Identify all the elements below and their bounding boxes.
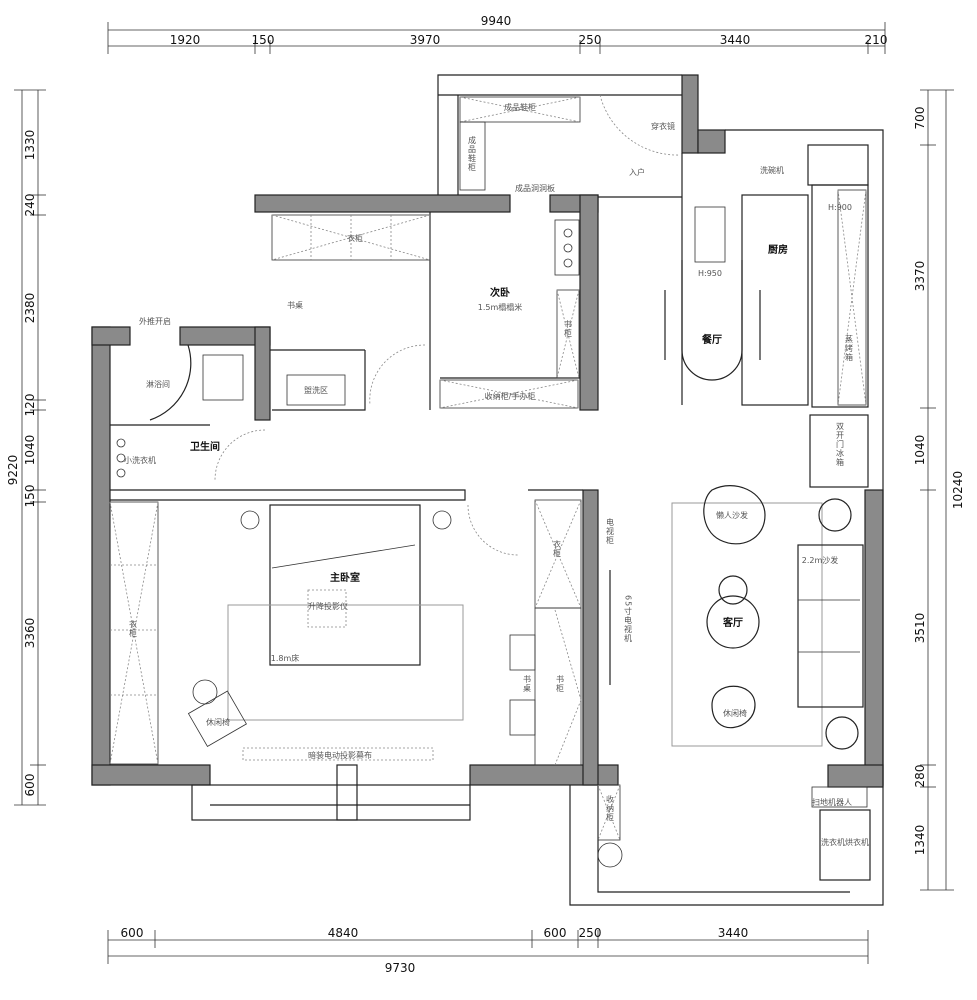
- label-robot-vacuum: 扫地机器人: [812, 797, 852, 807]
- dim-right: 1040: [913, 435, 927, 466]
- label-mirror: 穿衣镜: [651, 121, 675, 131]
- label-fridge: 双开门冰箱: [836, 422, 845, 467]
- dim-bottom: 600: [544, 926, 567, 940]
- dim-right: 3510: [913, 613, 927, 644]
- dim-right: 3370: [913, 261, 927, 292]
- dim-top: 1920: [170, 33, 201, 47]
- label-sofa: 2.2m沙发: [802, 555, 839, 565]
- label-beanbag: 懒人沙发: [716, 510, 748, 520]
- label-living: 客厅: [722, 616, 743, 629]
- label-wardrobe-right: 衣柜: [553, 539, 562, 558]
- label-shoe-cabinet: 成品鞋柜: [504, 102, 536, 112]
- label-bookcase-master: 书柜: [556, 674, 565, 693]
- label-dining: 餐厅: [701, 333, 722, 346]
- dim-right-total: 10240: [951, 471, 965, 509]
- label-wardrobe-left: 衣柜: [129, 619, 138, 638]
- dim-top: 210: [865, 33, 888, 47]
- label-entry: 入户: [629, 167, 645, 177]
- dim-bottom: 600: [121, 926, 144, 940]
- outlines: [110, 74, 884, 906]
- label-mini-washer: 小洗衣机: [124, 455, 156, 465]
- dim-bottom-total: 9730: [385, 961, 416, 975]
- label-bathroom: 卫生间: [190, 440, 220, 453]
- label-second-bedroom: 次卧: [490, 286, 510, 299]
- top-dimensions: 9940 1920 150 3970 250 3440 210: [107, 14, 888, 54]
- dim-top: 3440: [720, 33, 751, 47]
- dim-top-total: 9940: [481, 14, 512, 28]
- label-projector: 升降投影仪: [308, 601, 348, 611]
- dim-left: 3360: [23, 618, 37, 649]
- dim-right: 700: [913, 107, 927, 130]
- walls: [91, 74, 884, 788]
- label-desk-master: 书桌: [523, 674, 532, 693]
- label-lounge-chair: 休闲椅: [206, 717, 230, 727]
- left-dimensions: 9220 1330 240 2380 120 1040 150 3360 600: [6, 89, 46, 806]
- dim-bottom: 250: [579, 926, 602, 940]
- dim-left-total: 9220: [6, 455, 20, 486]
- dim-bottom: 4840: [328, 926, 359, 940]
- label-master-bedroom: 主卧室: [330, 571, 360, 584]
- label-washer-dryer: 洗衣机烘衣机: [821, 837, 869, 847]
- dim-left: 1330: [23, 130, 37, 161]
- label-tatami: 1.5m榻榻米: [478, 302, 523, 312]
- dim-right: 280: [913, 765, 927, 788]
- label-bookcase: 书柜: [564, 319, 573, 338]
- dim-bottom: 3440: [718, 926, 749, 940]
- label-screen: 暗装电动投影幕布: [308, 750, 372, 760]
- doors: [149, 94, 681, 556]
- label-shoe-cabinet-side: 成品鞋柜: [468, 135, 477, 172]
- label-tv-cabinet: 电视柜: [606, 517, 615, 545]
- label-bed: 1.8m床: [271, 653, 300, 663]
- bottom-dimensions: 600 4840 600 250 3440 9730: [107, 926, 869, 975]
- right-dimensions: 10240 700 3370 1040 3510 280 1340: [913, 89, 965, 891]
- label-storage-figure: 收纳柜/手办柜: [485, 391, 536, 401]
- fixtures: [116, 206, 864, 868]
- dim-right: 1340: [913, 825, 927, 856]
- dim-left: 600: [23, 774, 37, 797]
- label-desk: 书桌: [287, 300, 303, 310]
- dim-top: 250: [579, 33, 602, 47]
- dim-top: 150: [252, 33, 275, 47]
- label-dishwasher: 洗碗机: [760, 165, 784, 175]
- label-wash-area: 盥洗区: [304, 385, 328, 395]
- labels: 次卧 1.5m榻榻米 卫生间 淋浴间 外推开启 盥洗区 小洗衣机 书桌 衣柜 书…: [124, 102, 869, 847]
- dim-left: 2380: [23, 293, 37, 324]
- label-shower: 淋浴间: [146, 379, 170, 389]
- label-pegboard: 成品洞洞板: [515, 183, 555, 193]
- label-kitchen: 厨房: [768, 243, 788, 256]
- label-counter-height: H:900: [828, 203, 852, 212]
- dim-left: 150: [23, 485, 37, 508]
- dim-top: 3970: [410, 33, 441, 47]
- dim-left: 1040: [23, 435, 37, 466]
- cabinets: [109, 96, 868, 841]
- dim-left: 240: [23, 194, 37, 217]
- label-oven: 蒸烤箱: [845, 334, 854, 362]
- label-tv: 65寸电视机: [624, 595, 633, 643]
- label-island-height: H:950: [698, 269, 722, 278]
- label-window-open: 外推开启: [139, 316, 171, 326]
- dim-left: 120: [23, 394, 37, 417]
- label-storage-balcony: 收纳柜: [606, 794, 615, 822]
- label-wardrobe: 衣柜: [347, 233, 363, 243]
- label-lounge-chair-living: 休闲椅: [723, 708, 747, 718]
